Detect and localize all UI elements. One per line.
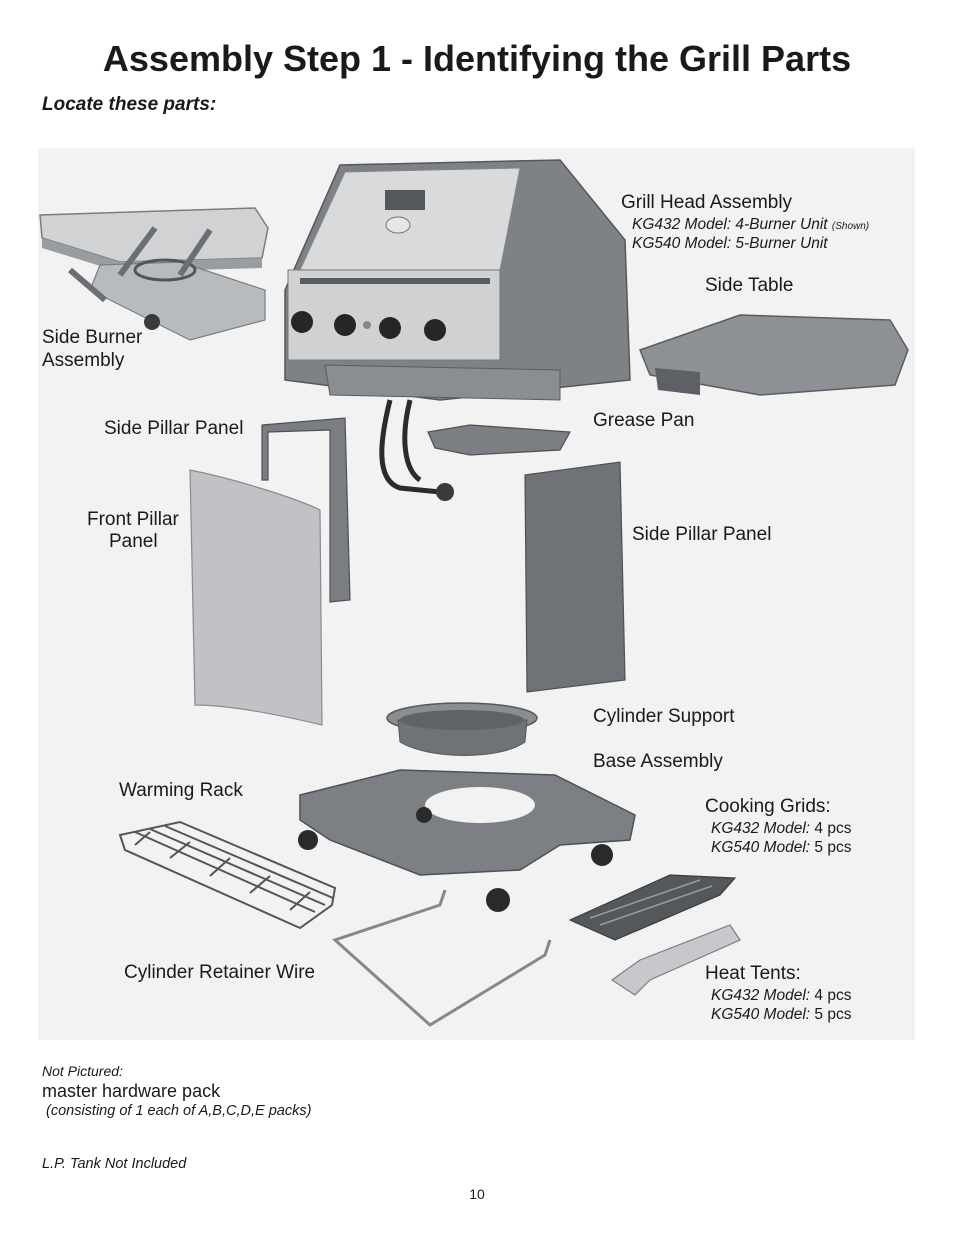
side-table-label: Side Table <box>705 275 794 296</box>
side-pillar-right-illustration <box>524 461 626 693</box>
heat-tents-kg432-model: KG432 Model: <box>711 987 811 1004</box>
cooking-grids-kg432-line: KG432 Model: 4 pcs <box>711 819 851 838</box>
cylinder-retainer-wire-illustration <box>332 889 552 1027</box>
page-subtitle: Locate these parts: <box>42 94 217 115</box>
warming-rack-label: Warming Rack <box>119 780 243 801</box>
grill-head-illustration <box>284 159 631 401</box>
front-pillar-illustration <box>189 469 323 726</box>
hardware-pack-detail: (consisting of 1 each of A,B,C,D,E packs… <box>46 1103 312 1119</box>
cylinder-support-illustration <box>386 702 538 756</box>
side-burner-label-line2: Assembly <box>42 350 125 371</box>
heat-tents-kg432-line: KG432 Model: 4 pcs <box>711 986 851 1005</box>
grill-head-kg432-text: KG432 Model: 4-Burner Unit <box>632 216 828 233</box>
cooking-grid-illustration <box>568 874 737 941</box>
front-pillar-label-line1: Front Pillar <box>87 509 179 530</box>
heat-tents-label: Heat Tents: <box>705 963 801 984</box>
cooking-grids-kg540-line: KG540 Model: 5 pcs <box>711 838 851 857</box>
front-pillar-label-line2: Panel <box>109 531 158 552</box>
heat-tents-kg540-qty: 5 pcs <box>814 1006 852 1023</box>
side-pillar-left-label: Side Pillar Panel <box>104 418 244 439</box>
side-table-illustration <box>639 314 909 396</box>
base-assembly-label: Base Assembly <box>593 751 723 772</box>
cooking-grids-kg540-model: KG540 Model: <box>711 839 811 856</box>
grease-pan-label: Grease Pan <box>593 410 695 431</box>
grill-head-kg540-line: KG540 Model: 5-Burner Unit <box>632 235 828 252</box>
not-pictured-heading: Not Pictured: <box>42 1063 123 1079</box>
cylinder-retainer-wire-label: Cylinder Retainer Wire <box>124 962 316 983</box>
heat-tents-kg540-model: KG540 Model: <box>711 1006 811 1023</box>
lp-tank-note: L.P. Tank Not Included <box>42 1156 187 1172</box>
warming-rack-illustration <box>118 820 337 930</box>
hardware-pack-label: master hardware pack <box>42 1081 221 1101</box>
page-title: Assembly Step 1 - Identifying the Grill … <box>102 38 852 79</box>
cooking-grids-kg432-model: KG432 Model: <box>711 820 811 837</box>
side-pillar-left-illustration <box>261 417 351 603</box>
grill-head-shown-note: (Shown) <box>831 221 870 232</box>
heat-tents-kg432-qty: 4 pcs <box>814 987 852 1004</box>
side-pillar-right-label: Side Pillar Panel <box>632 524 772 545</box>
cylinder-support-label: Cylinder Support <box>593 706 735 727</box>
heat-tent-illustration <box>610 924 741 996</box>
grill-head-label: Grill Head Assembly <box>621 192 793 213</box>
page-number: 10 <box>469 1186 485 1202</box>
side-burner-illustration <box>39 207 269 341</box>
grill-head-kg432-line: KG432 Model: 4-Burner Unit (Shown) <box>632 215 869 236</box>
cooking-grids-kg540-qty: 5 pcs <box>814 839 852 856</box>
side-burner-label-line1: Side Burner <box>42 327 143 348</box>
cooking-grids-kg432-qty: 4 pcs <box>814 820 852 837</box>
cooking-grids-label: Cooking Grids: <box>705 796 831 817</box>
gas-hose-illustration <box>379 399 441 495</box>
base-assembly-illustration <box>298 769 636 912</box>
heat-tents-kg540-line: KG540 Model: 5 pcs <box>711 1005 851 1024</box>
grease-pan-illustration <box>427 424 571 456</box>
